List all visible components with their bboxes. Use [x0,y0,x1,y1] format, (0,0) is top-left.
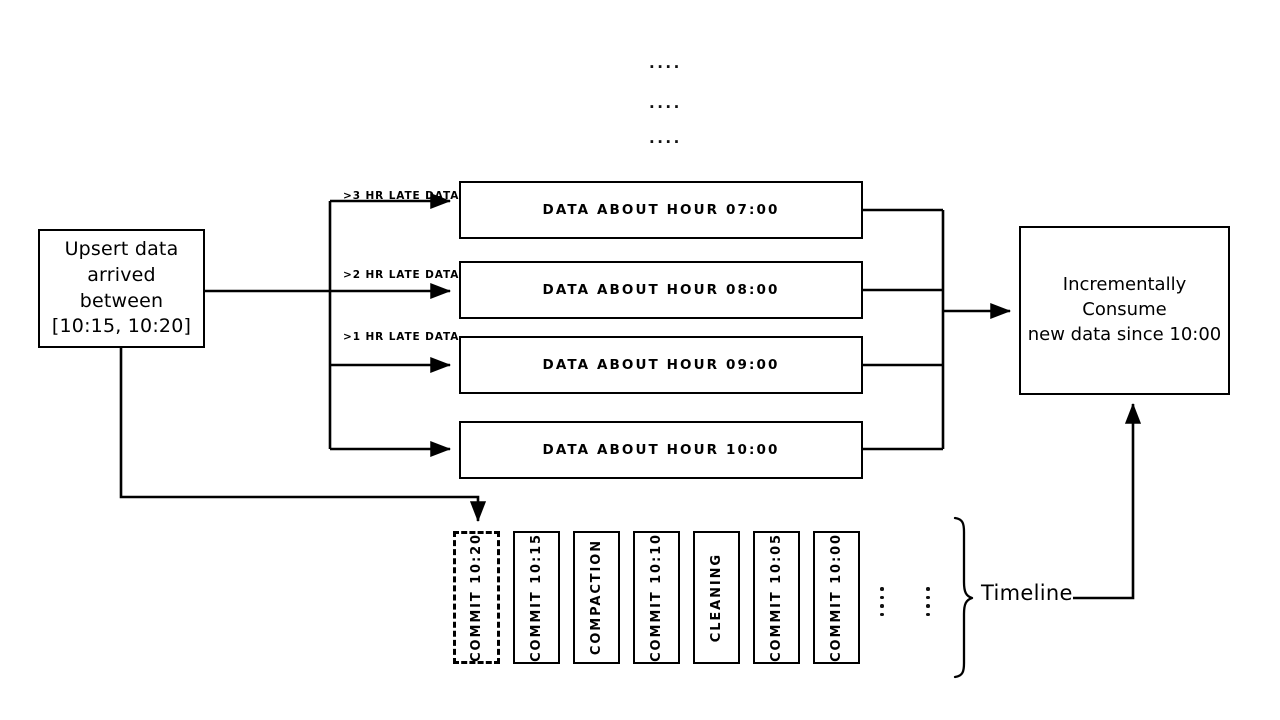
timeline-label: Timeline [981,581,1073,605]
timeline-cleaning-box: CLEANING [693,531,740,664]
timeline-compaction-label: COMPACTION [589,539,604,656]
hour-partition-box-10: DATA ABOUT HOUR 10:00 [459,421,863,479]
timeline-commit-box-1020: COMMIT 10:20 [453,531,500,664]
timeline-cleaning-label: CLEANING [709,552,724,643]
hour-partition-box-08: DATA ABOUT HOUR 08:00 [459,261,863,319]
timeline-compaction-box: COMPACTION [573,531,620,664]
wire-timeline-to-consumer [1073,402,1142,600]
wire-source-to-timeline [119,348,487,523]
timeline-brace [953,516,974,679]
hour-partition-label-09: DATA ABOUT HOUR 09:00 [542,357,780,373]
timeline-commit-label-1005: COMMIT 10:05 [769,533,784,662]
ellipsis-more-partitions-3: .... [649,129,682,147]
incremental-consumer-text: Incrementally Consume new data since 10:… [1027,274,1222,345]
timeline-commit-label-1020: COMMIT 10:20 [469,533,484,662]
timeline-commit-label-1010: COMMIT 10:10 [649,533,664,662]
hour-partition-box-09: DATA ABOUT HOUR 09:00 [459,336,863,394]
ellipsis-more-partitions-1: .... [649,54,682,72]
edge-label-1hr-late: >1 HR LATE DATA [343,331,460,343]
timeline-commit-box-1015: COMMIT 10:15 [513,531,560,664]
upsert-source-text: Upsert data arrived between [10:15, 10:2… [51,238,192,338]
timeline-commit-box-1010: COMMIT 10:10 [633,531,680,664]
timeline-ellipsis-2 [926,587,930,616]
hour-partition-label-10: DATA ABOUT HOUR 10:00 [542,442,780,458]
incremental-consumer-box: Incrementally Consume new data since 10:… [1019,226,1230,395]
timeline-commit-label-1015: COMMIT 10:15 [529,533,544,662]
timeline-ellipsis-1 [880,587,884,616]
edge-label-3hr-late: >3 HR LATE DATA [343,190,460,202]
hour-partition-label-08: DATA ABOUT HOUR 08:00 [542,282,780,298]
timeline-commit-box-1005: COMMIT 10:05 [753,531,800,664]
upsert-source-box: Upsert data arrived between [10:15, 10:2… [38,229,205,348]
hour-partition-box-07: DATA ABOUT HOUR 07:00 [459,181,863,239]
ellipsis-more-partitions-2: .... [649,94,682,112]
timeline-commit-box-1000: COMMIT 10:00 [813,531,860,664]
edge-label-2hr-late: >2 HR LATE DATA [343,269,460,281]
hour-partition-label-07: DATA ABOUT HOUR 07:00 [542,202,780,218]
timeline-commit-label-1000: COMMIT 10:00 [829,533,844,662]
